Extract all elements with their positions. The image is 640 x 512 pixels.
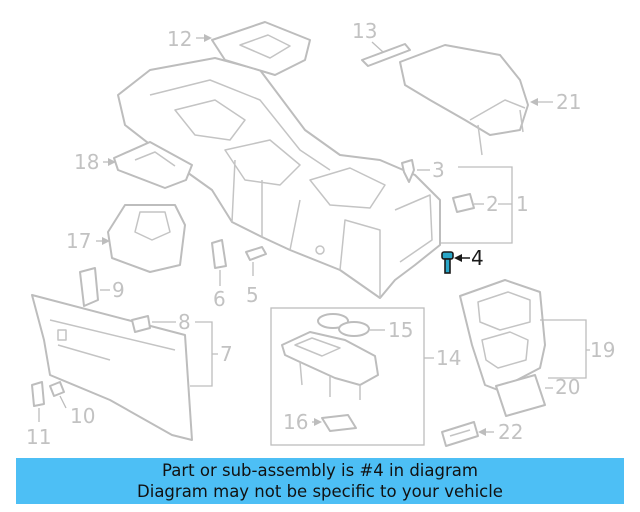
part-22-switch-panel bbox=[441, 421, 479, 447]
part-13-strip bbox=[361, 43, 411, 67]
parts-diagram: 12 13 21 18 17 6 5 3 2 1 bbox=[26, 19, 615, 449]
callout-5: 5 bbox=[246, 283, 259, 307]
part-9-trim bbox=[79, 267, 99, 307]
callout-1: 1 bbox=[516, 192, 529, 216]
banner-line-1: Part or sub-assembly is #4 in diagram bbox=[162, 461, 478, 480]
sub-assembly-14-box bbox=[270, 307, 425, 446]
callout-8: 8 bbox=[178, 310, 191, 334]
callout-21: 21 bbox=[556, 90, 581, 114]
callout-9: 9 bbox=[112, 278, 125, 302]
callout-4: 4 bbox=[471, 246, 484, 270]
callout-18: 18 bbox=[74, 150, 99, 174]
callout-17: 17 bbox=[66, 229, 91, 253]
callout-10: 10 bbox=[70, 404, 95, 428]
callout-22: 22 bbox=[498, 420, 523, 444]
part-6-clip bbox=[211, 239, 227, 269]
part-14-cup-holder bbox=[281, 331, 379, 400]
part-20-panel bbox=[495, 374, 546, 417]
callout-16: 16 bbox=[283, 410, 308, 434]
callout-6: 6 bbox=[213, 287, 226, 311]
callout-20: 20 bbox=[555, 375, 580, 399]
part-2-plate bbox=[452, 193, 475, 213]
part-7-side-panel bbox=[31, 294, 193, 441]
part-18-bracket bbox=[113, 141, 193, 189]
callout-13: 13 bbox=[352, 19, 377, 43]
part-4-screw bbox=[441, 251, 454, 274]
info-banner: Part or sub-assembly is #4 in diagram Di… bbox=[16, 458, 624, 504]
callout-11: 11 bbox=[26, 425, 51, 449]
part-15-cup-rings bbox=[317, 313, 370, 337]
callout-19: 19 bbox=[590, 338, 615, 362]
callout-2: 2 bbox=[486, 192, 499, 216]
banner-line-2: Diagram may not be specific to your vehi… bbox=[137, 482, 503, 501]
part-19-rear-vent bbox=[459, 279, 546, 391]
part-12-trim-panel bbox=[211, 21, 311, 76]
center-console bbox=[117, 57, 441, 299]
callout-14: 14 bbox=[436, 346, 461, 370]
part-21-armrest bbox=[399, 44, 529, 156]
part-10-screw bbox=[49, 381, 65, 397]
part-11-clip bbox=[31, 381, 45, 407]
part-3-screw bbox=[401, 159, 415, 183]
callout-7: 7 bbox=[220, 342, 233, 366]
callout-15: 15 bbox=[388, 318, 413, 342]
part-16-pad bbox=[321, 414, 357, 432]
callout-12: 12 bbox=[167, 27, 192, 51]
part-17-shifter-housing bbox=[107, 204, 186, 273]
part-8-clip bbox=[131, 315, 151, 333]
part-5-screw bbox=[245, 246, 267, 261]
callout-3: 3 bbox=[432, 158, 445, 182]
